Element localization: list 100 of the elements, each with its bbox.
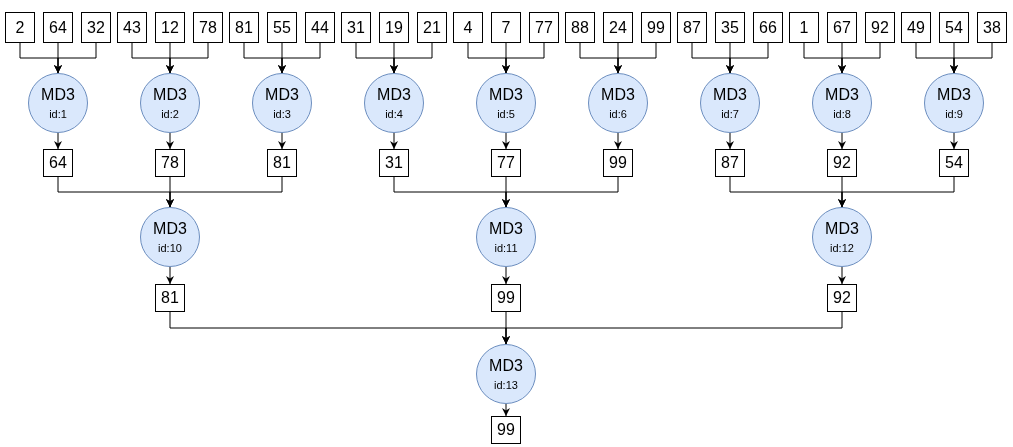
- value-text: 43: [123, 18, 141, 37]
- value-box: [453, 12, 483, 43]
- value-text: 7: [501, 18, 511, 37]
- value-text: 12: [161, 18, 179, 37]
- arrow: [278, 132, 286, 150]
- value-box: [379, 12, 409, 43]
- arrow: [950, 132, 958, 150]
- node-id: id:10: [158, 241, 182, 254]
- value-text: 32: [87, 18, 105, 37]
- value-text: 44: [311, 18, 329, 37]
- arrow: [390, 132, 398, 150]
- value-text: 87: [683, 18, 701, 37]
- function-circle: [700, 73, 760, 133]
- value-box: [267, 12, 297, 43]
- value-box: [43, 149, 73, 177]
- function-name: MD3: [489, 86, 523, 104]
- node-id: id:13: [494, 378, 518, 391]
- arrow: [502, 311, 843, 345]
- function-circle: [476, 344, 536, 404]
- value-box: [491, 416, 521, 444]
- value-text: 81: [161, 289, 179, 307]
- function-circle: [588, 73, 648, 133]
- function-circle: [140, 207, 200, 267]
- value-box: [827, 149, 857, 177]
- value-box: [267, 149, 297, 177]
- value-box: [789, 12, 819, 43]
- value-text: 99: [609, 154, 627, 172]
- arrow: [166, 42, 209, 74]
- node-id: id:7: [721, 107, 739, 120]
- value-box: [491, 12, 521, 43]
- value-text: 87: [721, 154, 739, 172]
- function-circle: [252, 73, 312, 133]
- value-box: [529, 12, 559, 43]
- function-name: MD3: [713, 86, 747, 104]
- value-box: [677, 12, 707, 43]
- arrow: [502, 403, 510, 417]
- value-text: 99: [647, 18, 665, 37]
- function-name: MD3: [825, 86, 859, 104]
- arrow: [502, 42, 545, 74]
- value-box: [417, 12, 447, 43]
- function-circle: [924, 73, 984, 133]
- node-id: id:2: [161, 107, 179, 120]
- value-text: 77: [497, 154, 515, 172]
- value-text: 64: [49, 154, 67, 172]
- node-id: id:8: [833, 107, 851, 120]
- value-text: 77: [535, 18, 553, 37]
- arrow: [166, 176, 283, 208]
- value-box: [715, 149, 745, 177]
- value-box: [341, 12, 371, 43]
- value-box: [229, 12, 259, 43]
- value-box: [155, 149, 185, 177]
- value-box: [43, 12, 73, 43]
- function-circle: [476, 207, 536, 267]
- arrow: [838, 176, 955, 208]
- value-box: [81, 12, 111, 43]
- arrow: [726, 42, 769, 74]
- arrow: [502, 266, 510, 285]
- arrow: [726, 132, 734, 150]
- value-box: [753, 12, 783, 43]
- value-box: [565, 12, 595, 43]
- function-name: MD3: [377, 86, 411, 104]
- node-id: id:6: [609, 107, 627, 120]
- value-text: 19: [385, 18, 403, 37]
- node-id: id:11: [494, 241, 518, 254]
- value-text: 21: [423, 18, 441, 37]
- arrow: [54, 132, 62, 150]
- arrow: [54, 42, 97, 74]
- value-text: 31: [347, 18, 365, 37]
- function-circle: [812, 207, 872, 267]
- arrow: [614, 132, 622, 150]
- value-text: 99: [497, 421, 515, 439]
- arrow: [502, 176, 619, 208]
- value-text: 88: [571, 18, 589, 37]
- value-text: 64: [49, 18, 67, 37]
- value-box: [939, 12, 969, 43]
- function-name: MD3: [41, 86, 75, 104]
- arrow: [166, 266, 174, 285]
- arrow: [614, 42, 657, 74]
- node-id: id:12: [830, 241, 854, 254]
- arrow: [838, 42, 881, 74]
- value-box: [379, 149, 409, 177]
- value-text: 55: [273, 18, 291, 37]
- value-text: 78: [161, 154, 179, 172]
- function-name: MD3: [489, 357, 523, 375]
- value-text: 67: [833, 18, 851, 37]
- value-text: 66: [759, 18, 777, 37]
- value-box: [827, 12, 857, 43]
- arrow: [838, 266, 846, 285]
- node-id: id:3: [273, 107, 291, 120]
- value-text: 54: [945, 154, 963, 172]
- value-text: 2: [15, 18, 25, 37]
- value-box: [603, 12, 633, 43]
- value-box: [193, 12, 223, 43]
- function-circle: [28, 73, 88, 133]
- function-name: MD3: [489, 220, 523, 238]
- arrow: [950, 42, 993, 74]
- function-circle: [140, 73, 200, 133]
- value-text: 99: [497, 289, 515, 307]
- value-text: 81: [273, 154, 291, 172]
- value-text: 81: [235, 18, 253, 37]
